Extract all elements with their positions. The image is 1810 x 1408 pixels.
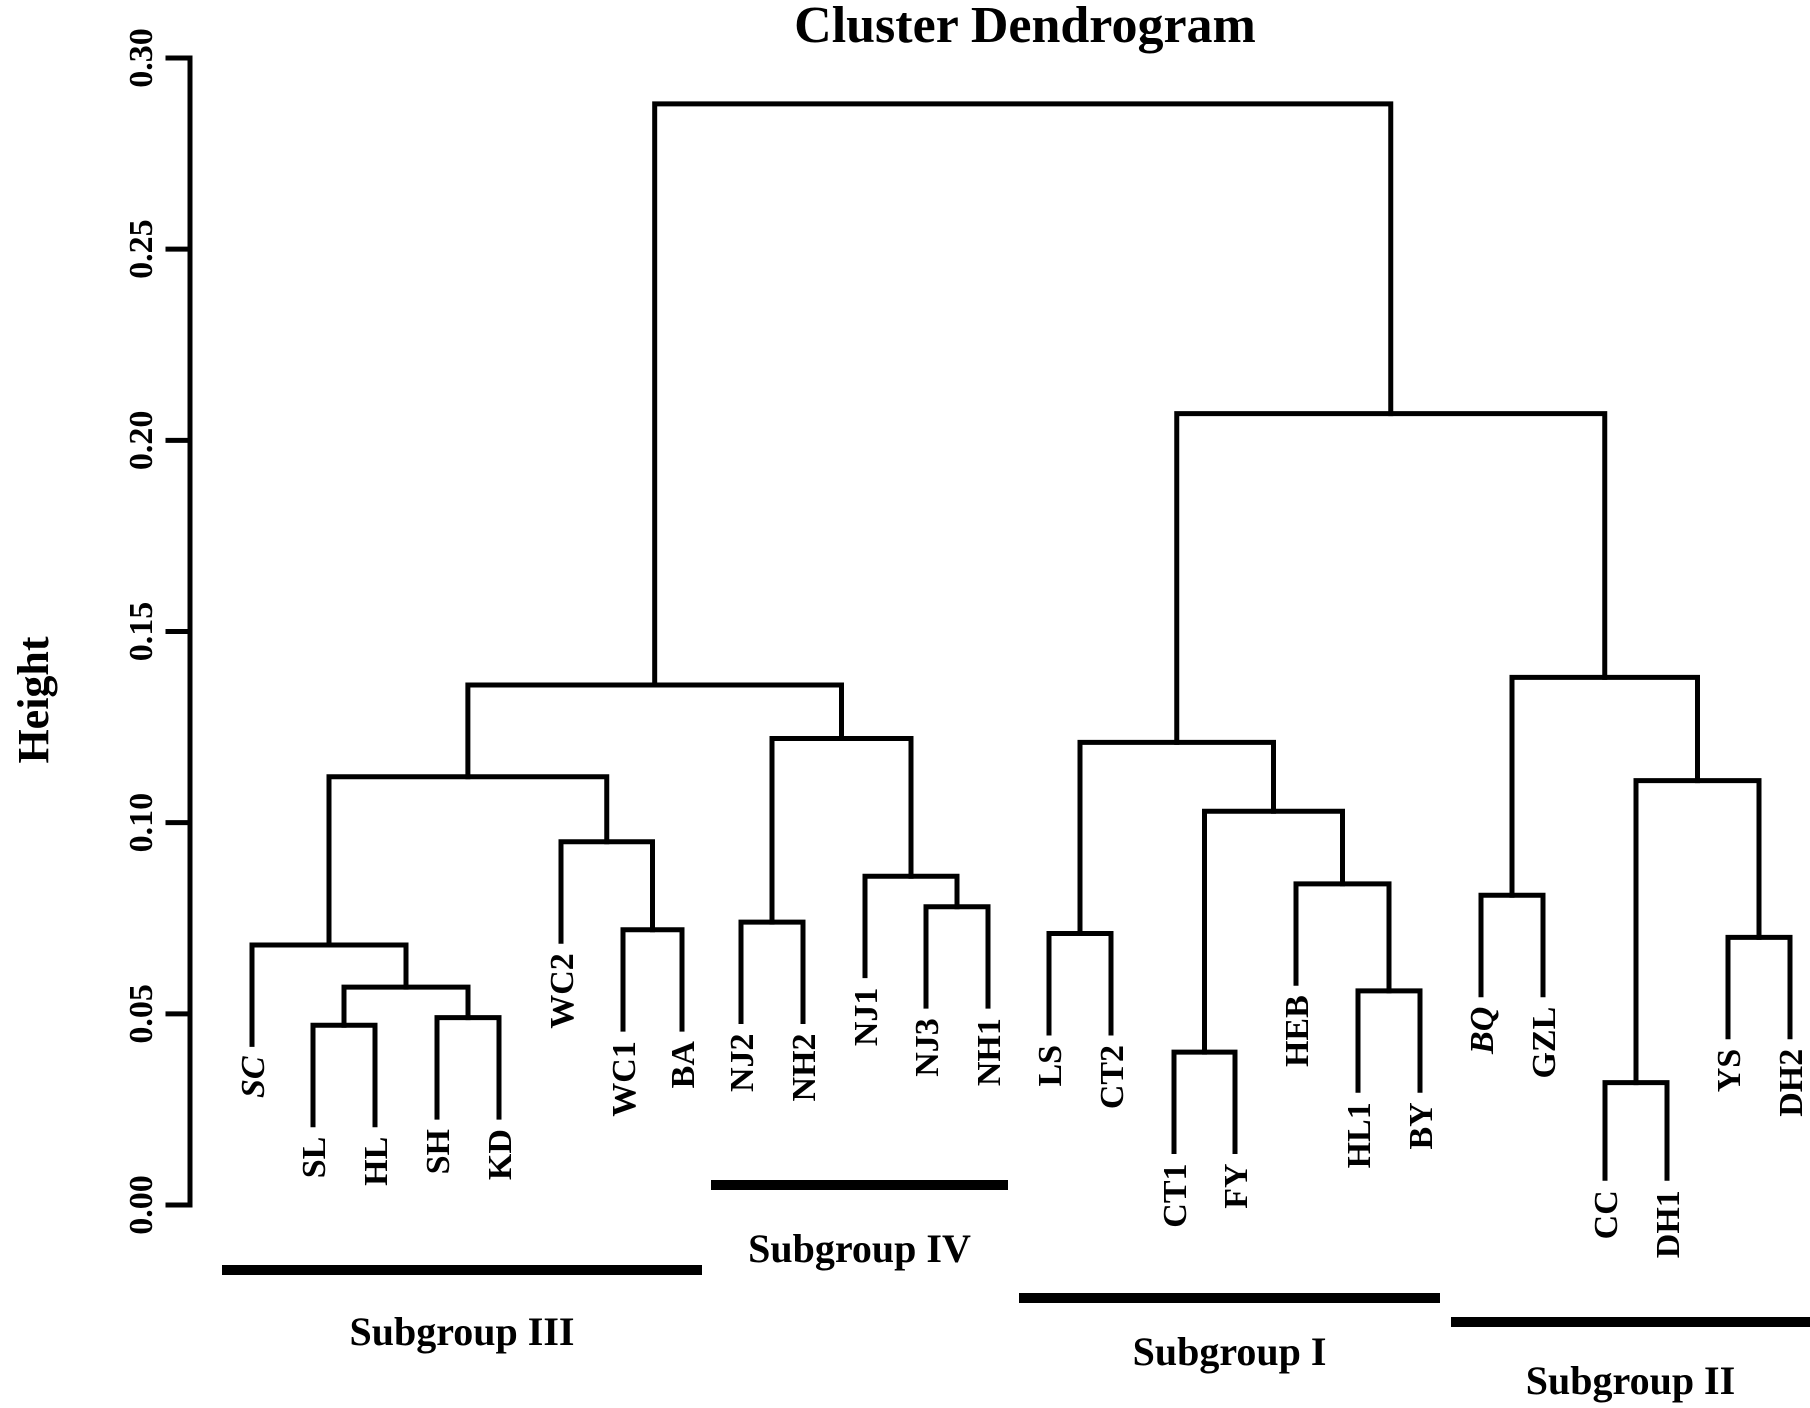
y-axis-label: Height — [9, 636, 58, 763]
leaf-label: BA — [665, 1041, 702, 1089]
dendrogram-merge — [1077, 739, 1276, 937]
leaf-label: DH1 — [1650, 1190, 1687, 1258]
leaf-label: HEB — [1279, 995, 1316, 1067]
chart-title: Cluster Dendrogram — [794, 0, 1256, 54]
leaf-label: WC1 — [606, 1041, 643, 1117]
dendrogram-merge — [1725, 934, 1793, 1040]
dendrogram-merge — [769, 736, 914, 925]
leaf-label: YS — [1711, 1049, 1748, 1092]
y-tick-label: 0.20 — [123, 411, 160, 471]
subgroup-annotations: Subgroup III Subgroup IV Subgroup I Subgrou… — [222, 1180, 1810, 1403]
leaf-label: SL — [296, 1137, 333, 1179]
leaf-label: CT2 — [1094, 1045, 1131, 1109]
dendrogram-merge — [1171, 1049, 1238, 1154]
y-tick-label: 0.15 — [123, 602, 160, 662]
dendrogram-merge — [652, 101, 1394, 688]
leaf-label: HL — [358, 1137, 395, 1186]
dendrogram-tree — [249, 101, 1793, 1181]
dendrogram-merge — [620, 927, 685, 1032]
dendrogram-merge — [465, 682, 844, 780]
subgroup-label: Subgroup III — [350, 1309, 575, 1354]
y-tick-label: 0.10 — [123, 793, 160, 853]
leaf-label: GZL — [1526, 1007, 1563, 1079]
leaf-label: SH — [420, 1129, 457, 1174]
dendrogram-merge — [1046, 931, 1114, 1036]
leaf-label: NH2 — [786, 1033, 823, 1101]
leaf-label: NJ2 — [724, 1033, 761, 1092]
dendrogram-merge — [923, 904, 991, 1009]
leaf-label: KD — [482, 1129, 519, 1180]
subgroup-label: Subgroup I — [1133, 1329, 1327, 1374]
dendrogram-merge — [326, 774, 610, 948]
dendrogram-merge — [434, 1015, 502, 1120]
dendrogram-merge — [1509, 674, 1700, 898]
leaf-label: CC — [1588, 1190, 1625, 1239]
dendrogram-merge — [1293, 881, 1392, 994]
leaf-label: HL1 — [1341, 1102, 1378, 1168]
dendrogram-merge — [249, 942, 409, 1047]
leaf-label: CT1 — [1157, 1163, 1194, 1227]
y-axis: 0.00 0.05 0.10 0.15 0.20 0.25 0.30 — [123, 28, 193, 1235]
leaf-label: BY — [1403, 1102, 1440, 1149]
y-tick-label: 0.25 — [123, 219, 160, 279]
subgroup-label: Subgroup IV — [748, 1226, 971, 1271]
leaf-label: SC — [235, 1056, 272, 1098]
dendrogram-merge — [1633, 778, 1762, 1086]
dendrogram-merge — [1202, 808, 1345, 1055]
dendrogram-merge — [1478, 892, 1546, 998]
leaf-label: NH1 — [971, 1018, 1008, 1086]
dendrogram-merge — [1174, 411, 1608, 745]
y-tick-label: 0.05 — [123, 984, 160, 1043]
leaf-label: NJ3 — [909, 1018, 946, 1077]
leaf-label: FY — [1218, 1163, 1255, 1208]
leaf-label: LS — [1032, 1045, 1069, 1087]
dendrogram-merge — [1602, 1080, 1670, 1181]
subgroup-label: Subgroup II — [1526, 1358, 1735, 1403]
leaf-label: WC2 — [544, 953, 581, 1029]
dendrogram-merge — [310, 1022, 378, 1128]
dendrogram-merge — [862, 873, 960, 979]
y-tick-label: 0.30 — [123, 28, 160, 88]
leaf-label: DH2 — [1773, 1049, 1810, 1117]
dendrogram-merge — [1355, 988, 1423, 1093]
leaf-label: BQ — [1464, 1007, 1501, 1055]
leaf-label: NJ1 — [848, 988, 885, 1047]
dendrogram-merge — [558, 839, 655, 944]
dendrogram-merge — [738, 919, 806, 1024]
y-tick-label: 0.00 — [123, 1175, 160, 1235]
